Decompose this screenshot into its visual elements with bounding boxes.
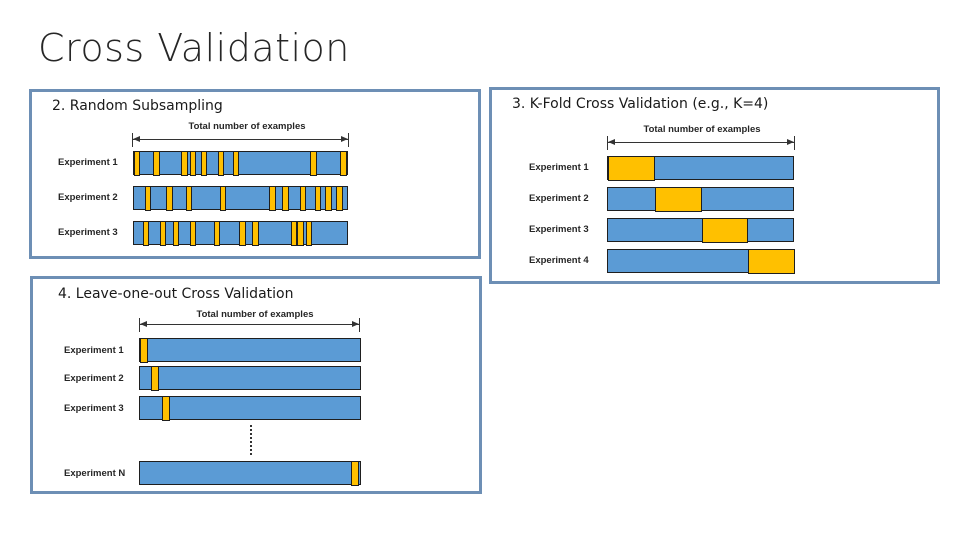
test-sample xyxy=(166,185,173,211)
test-fold xyxy=(608,155,655,181)
test-sample xyxy=(232,150,240,176)
experiment-label: Experiment 3 xyxy=(64,403,124,414)
test-sample xyxy=(151,365,159,391)
test-sample xyxy=(220,185,227,211)
experiment-label: Experiment 4 xyxy=(529,255,589,266)
test-sample xyxy=(144,185,152,211)
experiment-bar xyxy=(607,217,794,243)
experiment-bar xyxy=(607,186,794,212)
test-sample xyxy=(142,220,150,246)
kfold-total-label: Total number of examples xyxy=(643,124,761,135)
experiment-bar xyxy=(139,395,361,421)
test-sample xyxy=(185,185,193,211)
experiment-label: Experiment 3 xyxy=(529,224,589,235)
test-sample xyxy=(162,395,170,421)
kfold-panel xyxy=(489,87,940,284)
random-subsampling-title: 2. Random Subsampling xyxy=(52,98,223,114)
slide-title: Cross Validation xyxy=(38,26,350,70)
experiment-label: Experiment 2 xyxy=(64,373,124,384)
test-sample xyxy=(153,150,160,176)
test-sample xyxy=(181,150,188,176)
experiment-bar xyxy=(133,185,348,211)
experiment-bar xyxy=(139,460,361,486)
test-fold xyxy=(654,186,702,212)
experiment-label: Experiment N xyxy=(64,468,126,479)
loo-total-label: Total number of examples xyxy=(196,309,314,320)
test-fold xyxy=(748,248,795,274)
experiment-bar xyxy=(133,150,348,176)
ellipsis-dots xyxy=(250,425,252,455)
test-sample xyxy=(217,150,225,176)
test-sample xyxy=(269,185,276,211)
test-sample xyxy=(340,150,347,176)
test-sample xyxy=(252,220,259,246)
experiment-bar xyxy=(607,155,794,181)
test-sample xyxy=(172,220,180,246)
test-sample xyxy=(282,185,289,211)
experiment-label: Experiment 1 xyxy=(64,345,124,356)
test-sample xyxy=(189,150,196,176)
test-sample xyxy=(213,220,220,246)
random-total-label: Total number of examples xyxy=(188,121,306,132)
test-sample xyxy=(299,185,306,211)
experiment-label: Experiment 2 xyxy=(529,193,589,204)
kfold-title: 3. K-Fold Cross Validation (e.g., K=4) xyxy=(512,96,769,112)
test-fold xyxy=(701,217,749,243)
test-sample xyxy=(325,185,332,211)
test-sample xyxy=(314,185,322,211)
test-sample xyxy=(159,220,167,246)
test-sample xyxy=(290,220,298,246)
test-sample xyxy=(140,337,148,363)
test-sample xyxy=(239,220,246,246)
test-sample xyxy=(189,220,197,246)
test-sample xyxy=(336,185,343,211)
experiment-bar xyxy=(139,337,361,363)
test-sample xyxy=(297,220,304,246)
test-sample xyxy=(134,150,141,176)
experiment-label: Experiment 2 xyxy=(58,192,118,203)
test-sample xyxy=(310,150,317,176)
test-sample xyxy=(200,150,208,176)
test-sample xyxy=(351,460,359,486)
experiment-label: Experiment 3 xyxy=(58,227,118,238)
test-sample xyxy=(306,220,313,246)
experiment-label: Experiment 1 xyxy=(58,157,118,168)
experiment-bar xyxy=(607,248,795,274)
experiment-label: Experiment 1 xyxy=(529,162,589,173)
leave-one-out-title: 4. Leave-one-out Cross Validation xyxy=(58,286,294,302)
experiment-bar xyxy=(139,365,361,391)
experiment-bar xyxy=(133,220,348,246)
